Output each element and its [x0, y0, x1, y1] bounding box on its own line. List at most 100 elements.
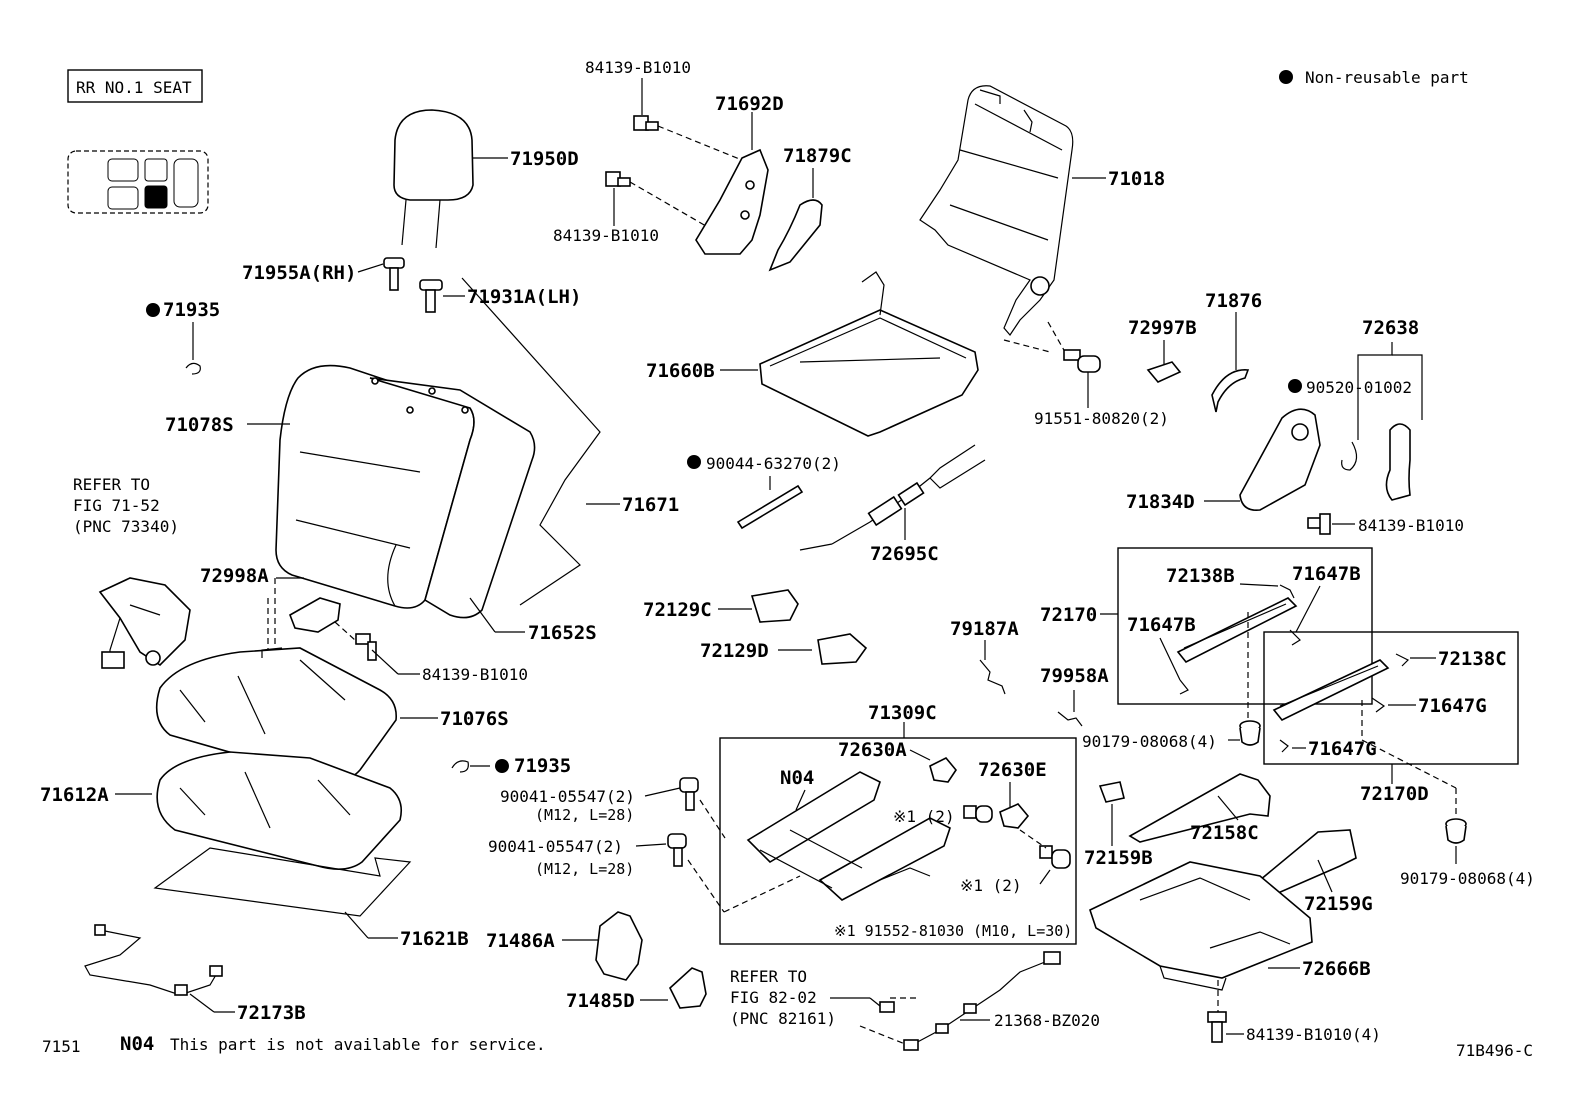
label-71879C: 71879C [783, 145, 852, 167]
support-71931A [419, 279, 443, 313]
seat-title: RR NO.1 SEAT [76, 78, 192, 97]
label-71692D: 71692D [715, 93, 784, 115]
label-79958A: 79958A [1040, 665, 1109, 687]
label-21368: 21368-BZ020 [994, 1011, 1100, 1030]
label-72158C: 72158C [1190, 822, 1259, 844]
bracket-72998A [289, 597, 341, 633]
tie-90044 [736, 484, 804, 530]
label-84139-seat: 84139-B1010 [422, 665, 528, 684]
label-71078S: 71078S [165, 414, 234, 436]
page-code: 7151 [42, 1037, 81, 1056]
label-90041-a-spec: (M12, L=28) [535, 806, 634, 824]
label-90041-b-spec: (M12, L=28) [535, 860, 634, 878]
label-72138B: 72138B [1166, 565, 1235, 587]
cover-72129D [817, 633, 868, 665]
bracket-72997B [1146, 361, 1182, 383]
label-90179-a: 90179-08068(4) [1082, 732, 1217, 751]
pad-72159B [1098, 781, 1125, 803]
clip-79958A [1057, 711, 1083, 727]
harness-21368 [879, 951, 1061, 1051]
label-91551: 91551-80820(2) [1034, 409, 1169, 428]
label-71309C: 71309C [868, 702, 937, 724]
label-84139-mid: 84139-B1010 [553, 226, 659, 245]
label-72159B: 72159B [1084, 847, 1153, 869]
cable-72695C [799, 444, 986, 551]
legend: Non-reusable part [1279, 68, 1469, 87]
bolt-90041-a [679, 777, 699, 811]
label-71076S: 71076S [440, 708, 509, 730]
label-71647B-b: 71647B [1127, 614, 1196, 636]
cover-71486A [595, 911, 643, 981]
label-72695C: 72695C [870, 543, 939, 565]
label-71955A: 71955A(RH) [242, 262, 356, 284]
rail-box-72170D [1263, 631, 1519, 765]
seatback-pad-71652S [369, 377, 536, 619]
label-71652S: 71652S [528, 622, 597, 644]
bolt-x1-a [963, 805, 993, 823]
seat-track-box [719, 737, 1077, 945]
sheet-71621B [153, 847, 412, 917]
cushion-cover-71076S [155, 647, 397, 782]
label-71935-top: 71935 [163, 299, 220, 321]
grommet-90179-a [1239, 720, 1261, 746]
label-90041-a: 90041-05547(2) [500, 787, 635, 806]
figure-code: 71B496-C [1456, 1041, 1533, 1060]
label-72129C: 72129C [643, 599, 712, 621]
refer1-line3: (PNC 73340) [73, 517, 179, 536]
label-71935-mid: 71935 [514, 755, 571, 777]
footer-n04-code: N04 [120, 1033, 154, 1055]
label-72170D: 72170D [1360, 783, 1429, 805]
label-N04: N04 [780, 767, 814, 789]
label-71621B: 71621B [400, 928, 469, 950]
seat-belt-assembly [98, 577, 191, 669]
label-84139-top: 84139-B1010 [585, 58, 691, 77]
cover-71879C [768, 199, 823, 272]
label-72630A: 72630A [838, 739, 907, 761]
label-90520: 90520-01002 [1306, 378, 1412, 397]
refer2-line1: REFER TO [730, 967, 807, 986]
bolt-84139-bottom [1207, 1011, 1227, 1043]
rail-72170 [1176, 597, 1298, 664]
label-71612A: 71612A [40, 784, 109, 806]
label-72138C: 72138C [1438, 648, 1507, 670]
refer1-line1: REFER TO [73, 475, 150, 494]
cover-71834D [1239, 408, 1321, 512]
footer-n04-note: This part is not available for service. [170, 1035, 546, 1054]
refer2-line2: FIG 82-02 [730, 988, 817, 1007]
cover-72129C [750, 589, 799, 623]
label-72159G: 72159G [1304, 893, 1373, 915]
label-ref-x1-a: ※1 (2) [893, 807, 955, 826]
label-71486A: 71486A [486, 930, 555, 952]
label-84139-bottom: 84139-B1010(4) [1246, 1025, 1381, 1044]
label-90179-b: 90179-08068(4) [1400, 869, 1535, 888]
bolt-90041-b [667, 833, 687, 867]
non-reusable-dot-icon [1279, 70, 1293, 84]
cover-72638 [1385, 423, 1411, 501]
vehicle-locator-icon [67, 150, 209, 214]
label-72170: 72170 [1040, 604, 1097, 626]
refer1-line2: FIG 71-52 [73, 496, 160, 515]
cushion-pad-71612A [156, 751, 403, 870]
label-71647G-b: 71647G [1308, 738, 1377, 760]
label-ref-x1-note: ※1 91552-81030 (M10, L=30) [834, 922, 1072, 940]
label-71485D: 71485D [566, 990, 635, 1012]
seat-frame-71660B [759, 271, 979, 437]
label-72129D: 72129D [700, 640, 769, 662]
label-90041-b: 90041-05547(2) [488, 837, 623, 856]
seat-track-71309C [746, 757, 1030, 901]
sheet-71671 [461, 277, 601, 606]
label-71876: 71876 [1205, 290, 1262, 312]
headrest-71950D [393, 109, 474, 249]
refer2-line3: (PNC 82161) [730, 1009, 836, 1028]
bolt-84139-top [633, 115, 659, 131]
label-72997B: 72997B [1128, 317, 1197, 339]
label-ref-x1-b: ※1 (2) [960, 876, 1022, 895]
cover-71485D [669, 967, 707, 1009]
label-72173B: 72173B [237, 1002, 306, 1024]
seat-title-box: RR NO.1 SEAT [67, 69, 203, 103]
bolt-84139-seat [355, 633, 377, 661]
label-72638: 72638 [1362, 317, 1419, 339]
label-71018: 71018 [1108, 168, 1165, 190]
seatback-frame-71018 [919, 85, 1074, 336]
